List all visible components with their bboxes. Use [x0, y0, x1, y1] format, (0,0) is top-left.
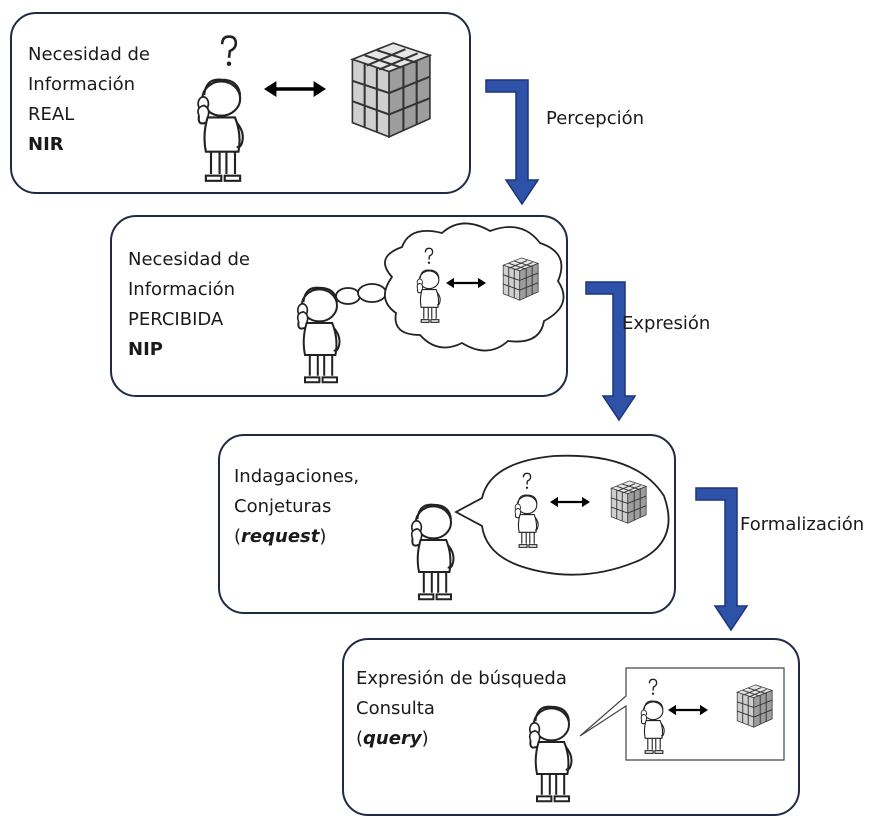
stage-label-request: Indagaciones, Conjeturas (request): [234, 462, 359, 552]
stage-label-line: Necesidad de: [128, 249, 250, 270]
stage-term-line: (query): [356, 724, 567, 754]
stage-label-line: Expresión de búsqueda: [356, 668, 567, 689]
stage-label-line: Información: [128, 279, 236, 300]
transition-label-percepcion: Percepción: [546, 108, 645, 129]
stage-label-line: Consulta: [356, 698, 435, 719]
stage-box-request: Indagaciones, Conjeturas (request): [218, 434, 676, 614]
stage-label-line: Información: [28, 74, 136, 95]
term-paren-open: (: [356, 728, 364, 749]
transition-label-formalizacion: Formalización: [740, 514, 865, 535]
stage-box-nir: Necesidad de Información REAL NIR: [10, 12, 471, 194]
term-paren-close: ): [319, 526, 327, 547]
stage-label-line: Indagaciones,: [234, 466, 360, 487]
stage-box-nip: Necesidad de Información PERCIBIDA NIP: [110, 215, 568, 397]
stage-term-line: (request): [234, 522, 359, 552]
stage-term: query: [363, 728, 422, 749]
stage-label-nip: Necesidad de Información PERCIBIDA NIP: [128, 245, 250, 365]
stage-box-query: Expresión de búsqueda Consulta (query): [342, 638, 800, 816]
stage-label-nir: Necesidad de Información REAL NIR: [28, 40, 150, 160]
stage-label-line: PERCIBIDA: [128, 309, 224, 330]
speech-bubble-icon: [579, 667, 785, 761]
term-paren-close: ): [421, 728, 429, 749]
stage-term: request: [241, 526, 320, 547]
stage-acronym: NIP: [128, 339, 163, 360]
stage-label-line: Conjeturas: [234, 496, 332, 517]
speech-bubble-icon: [454, 454, 670, 576]
term-paren-open: (: [234, 526, 242, 547]
stage-label-query: Expresión de búsqueda Consulta (query): [356, 664, 567, 754]
stage-label-line: REAL: [28, 104, 75, 125]
stage-label-line: Necesidad de: [28, 44, 150, 65]
transition-label-expresion: Expresión: [622, 313, 711, 334]
stage-acronym: NIR: [28, 134, 64, 155]
